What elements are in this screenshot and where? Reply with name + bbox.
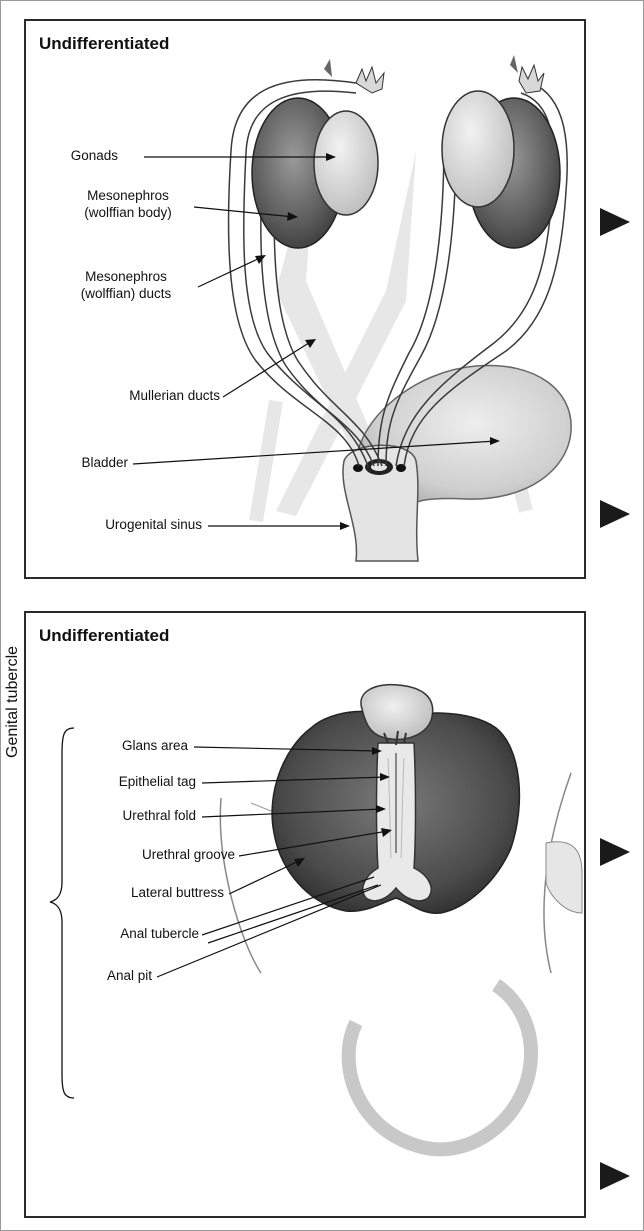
right-gonad-shape bbox=[442, 91, 514, 207]
label-anal-tubercle: Anal tubercle bbox=[86, 926, 199, 942]
label-glans-area: Glans area bbox=[86, 738, 188, 754]
label-urethral-fold: Urethral fold bbox=[86, 808, 196, 824]
label-mesonephric-ducts: Mesonephros bbox=[56, 269, 196, 285]
label-mesonephros-sub: (wolffian body) bbox=[61, 205, 195, 221]
label-mullerian-ducts: Mullerian ducts bbox=[36, 388, 220, 404]
glans-shape bbox=[361, 685, 433, 740]
play-arrow-icon[interactable] bbox=[600, 1162, 630, 1190]
label-mesonephros: Mesonephros bbox=[61, 188, 195, 204]
play-arrow-icon[interactable] bbox=[600, 500, 630, 528]
anal-ring-shape bbox=[349, 985, 531, 1149]
panel-internal-structures: Undifferentiated bbox=[24, 19, 586, 579]
label-bladder: Bladder bbox=[36, 455, 128, 471]
play-arrow-icon[interactable] bbox=[600, 838, 630, 866]
play-arrow-icon[interactable] bbox=[600, 208, 630, 236]
genital-tubercle-brace bbox=[30, 724, 80, 1104]
left-thigh-outline bbox=[220, 798, 261, 973]
label-urethral-groove: Urethral groove bbox=[86, 847, 235, 863]
label-epithelial-tag: Epithelial tag bbox=[86, 774, 196, 790]
panel-external-genitalia: Undifferentiated bbox=[24, 611, 586, 1218]
label-anal-pit: Anal pit bbox=[86, 968, 152, 984]
left-gonad-shape bbox=[314, 111, 378, 215]
label-lateral-buttress: Lateral buttress bbox=[86, 885, 224, 901]
label-urogenital-sinus: Urogenital sinus bbox=[36, 517, 202, 533]
external-anatomy-illustration bbox=[26, 613, 584, 1216]
label-gonads: Gonads bbox=[36, 148, 118, 164]
label-mesonephric-ducts-sub: (wolffian) ducts bbox=[56, 286, 196, 302]
genital-tubercle-label: Genital tubercle bbox=[4, 646, 22, 758]
